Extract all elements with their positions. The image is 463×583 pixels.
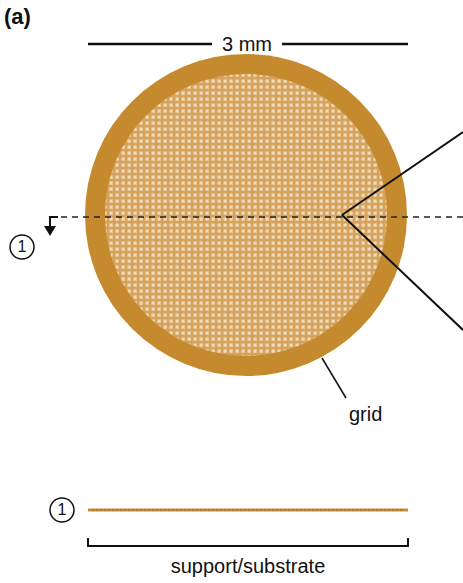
grid-mesh (105, 74, 387, 356)
mesh-cross-section (92, 510, 404, 511)
callout-circle (50, 498, 74, 522)
section-line (50, 216, 463, 218)
leader-line (322, 358, 346, 398)
callout-circle (10, 235, 34, 259)
grid-cross-section (88, 509, 408, 512)
dimension-line (282, 43, 408, 46)
callout-number: 1 (58, 502, 67, 518)
section-arrowhead (44, 226, 56, 236)
part-label: support/substrate (171, 556, 326, 576)
zoom-line (342, 132, 463, 215)
grid-rim (85, 54, 407, 376)
part-label: grid (349, 404, 382, 424)
zoom-line (342, 215, 463, 330)
panel-label: (a) (4, 6, 31, 28)
dimension-line (88, 43, 212, 46)
dimension-label: 3 mm (222, 34, 272, 54)
callout-number: 1 (18, 239, 27, 255)
bracket (88, 538, 408, 546)
